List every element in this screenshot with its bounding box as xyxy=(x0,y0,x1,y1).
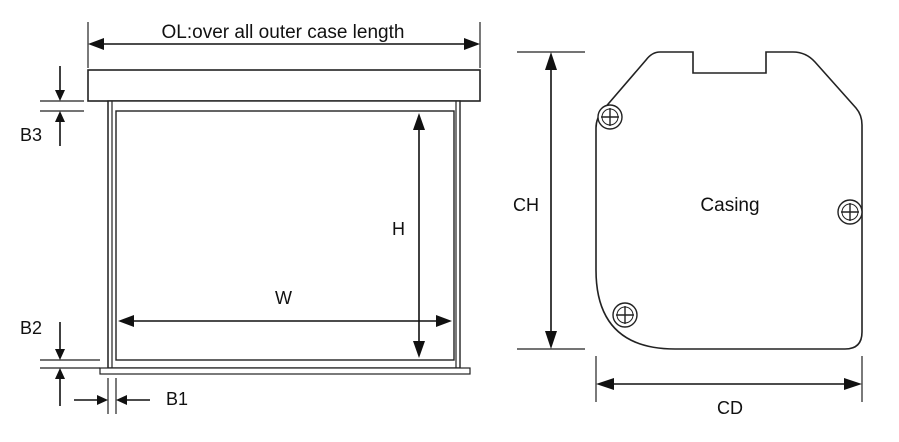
cd-label: CD xyxy=(717,398,743,418)
viewing-area xyxy=(115,110,455,361)
w-label: W xyxy=(275,288,292,308)
casing-side-view: CH Casing xyxy=(513,51,863,418)
b2-dimension: B2 xyxy=(20,318,100,406)
b3-label: B3 xyxy=(20,125,42,145)
b1-label: B1 xyxy=(166,389,188,409)
h-dimension: H xyxy=(392,113,425,358)
ol-dimension: OL:over all outer case length xyxy=(87,22,481,68)
b2-label: B2 xyxy=(20,318,42,338)
outer-case xyxy=(87,69,481,102)
screw-icon xyxy=(597,104,623,130)
screw-icon xyxy=(837,199,863,225)
ol-label: OL:over all outer case length xyxy=(162,22,405,43)
screw-icon xyxy=(612,302,638,328)
b1-dimension: B1 xyxy=(74,378,188,414)
b3-dimension: B3 xyxy=(20,66,84,146)
cd-dimension: CD xyxy=(595,356,863,418)
screen-frame xyxy=(99,100,471,375)
w-dimension: W xyxy=(118,288,452,327)
ch-label: CH xyxy=(513,195,539,215)
h-label: H xyxy=(392,219,405,239)
screen-front-view: OL:over all outer case length B3 xyxy=(20,22,481,414)
casing-label: Casing xyxy=(700,195,759,216)
ch-dimension: CH xyxy=(513,51,585,350)
bottom-bar xyxy=(99,367,471,375)
